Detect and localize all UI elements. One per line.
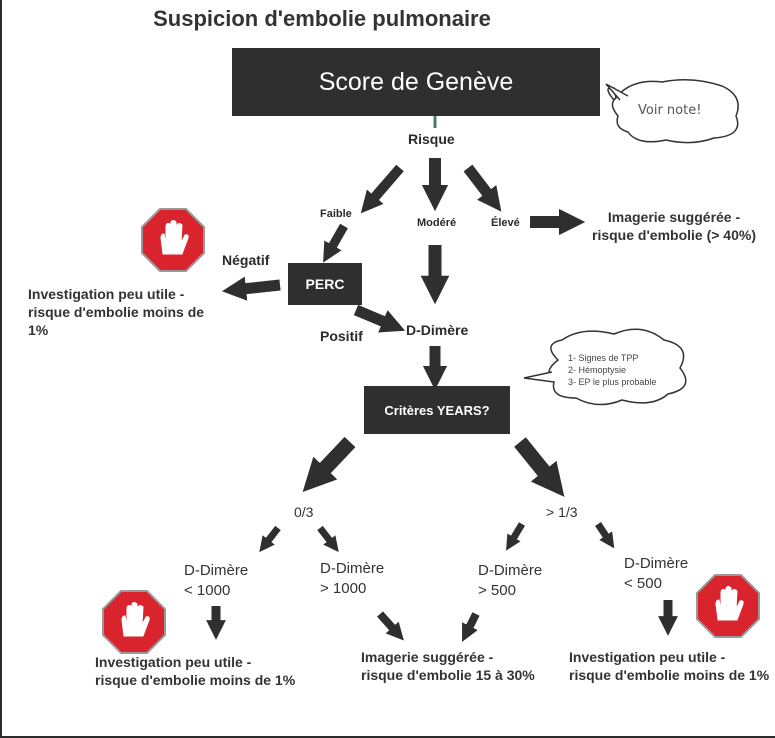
arrow-zero-right: [317, 525, 339, 553]
note-bubble-text: Voir note!: [638, 103, 702, 118]
outcome-line: risque d'embolie (> 40%): [592, 227, 756, 243]
branch-line: D-Dimère: [184, 562, 249, 579]
outcome-line: risque d'embolie 15 à 30%: [361, 667, 535, 683]
branch-d-gt500: D-Dimère > 500: [478, 561, 542, 601]
note-bubble-shape: [605, 79, 739, 144]
arrow-to-perc: [323, 223, 348, 263]
outcome-low-right: Investigation peu utile - risque d'embol…: [569, 648, 774, 684]
label-faible: Faible: [320, 208, 352, 220]
stop-hand-icon: [696, 574, 760, 638]
outcome-low-left: Investigation peu utile - risque d'embol…: [95, 653, 315, 689]
arrow-gt500-down: [462, 612, 480, 642]
branch-line: < 500: [624, 575, 662, 592]
arrow-to-faible: [360, 164, 404, 214]
arrow-more-left: [506, 522, 526, 551]
arrow-zero-left: [259, 525, 281, 553]
branch-line: D-Dimère: [320, 560, 385, 577]
label-years-more: > 1/3: [546, 504, 578, 520]
branch-d-gt1000: D-Dimère > 1000: [320, 559, 384, 599]
stop-hand-icon: [102, 590, 166, 654]
outcome-imaging-high: Imagerie suggérée - risque d'embolie (> …: [584, 208, 764, 244]
years-box: Critères YEARS?: [364, 386, 510, 434]
arrow-years-zero: [302, 436, 356, 492]
label-years-zero: 0/3: [294, 504, 314, 520]
outcome-line: risque d'embolie moins de 1%: [569, 667, 770, 683]
label-negatif: Négatif: [222, 252, 270, 268]
notes-list: 1- Signes de TPP 2- Hémoptysie 3- EP le …: [568, 352, 656, 388]
arrow-years-more: [514, 437, 565, 497]
branch-line: D-Dimère: [478, 562, 543, 579]
outcome-line: Investigation peu utile -: [95, 654, 252, 670]
branch-d-lt1000: D-Dimère < 1000: [184, 561, 248, 601]
outcome-line: Investigation peu utile -: [569, 649, 726, 665]
arrow-perc-positif: [353, 304, 406, 333]
arrow-more-right: [595, 522, 615, 549]
outcome-imaging-mid: Imagerie suggérée - risque d'embolie 15 …: [361, 648, 561, 684]
outcome-low-perc: Investigation peu utile - risque d'embol…: [28, 285, 228, 339]
arrow-to-eleve: [463, 164, 502, 212]
outcome-line: Imagerie suggérée -: [607, 209, 741, 225]
notes-cloud-shape: [523, 328, 687, 406]
outcome-line: risque d'embolie moins de 1%: [95, 672, 296, 688]
stop-hand-icon: [141, 208, 205, 272]
label-eleve: Élevé: [491, 217, 520, 229]
outcome-line: Imagerie suggérée -: [361, 649, 494, 665]
label-ddimere: D-Dimère: [406, 322, 469, 338]
label-risque: Risque: [408, 131, 455, 147]
note-item: 3- EP le plus probable: [568, 377, 657, 387]
branch-line: > 500: [478, 582, 516, 599]
note-item: 1- Signes de TPP: [568, 353, 639, 363]
label-modere: Modéré: [417, 217, 457, 229]
note-item: 2- Hémoptysie: [568, 365, 627, 375]
arrow-perc-negatif: [221, 276, 281, 301]
label-positif: Positif: [320, 328, 363, 344]
score-box: Score de Genève: [232, 48, 600, 116]
perc-box: PERC: [288, 263, 362, 305]
arrow-gt1000-down: [377, 611, 404, 641]
outcome-line: risque d'embolie moins de 1%: [28, 304, 205, 338]
diagram-title: Suspicion d'embolie pulmonaire: [153, 6, 491, 31]
branch-line: < 1000: [184, 582, 231, 599]
branch-line: D-Dimère: [624, 555, 689, 572]
branch-d-lt500: D-Dimère < 500: [624, 554, 688, 594]
outcome-line: Investigation peu utile -: [28, 286, 185, 302]
branch-line: > 1000: [320, 580, 367, 597]
